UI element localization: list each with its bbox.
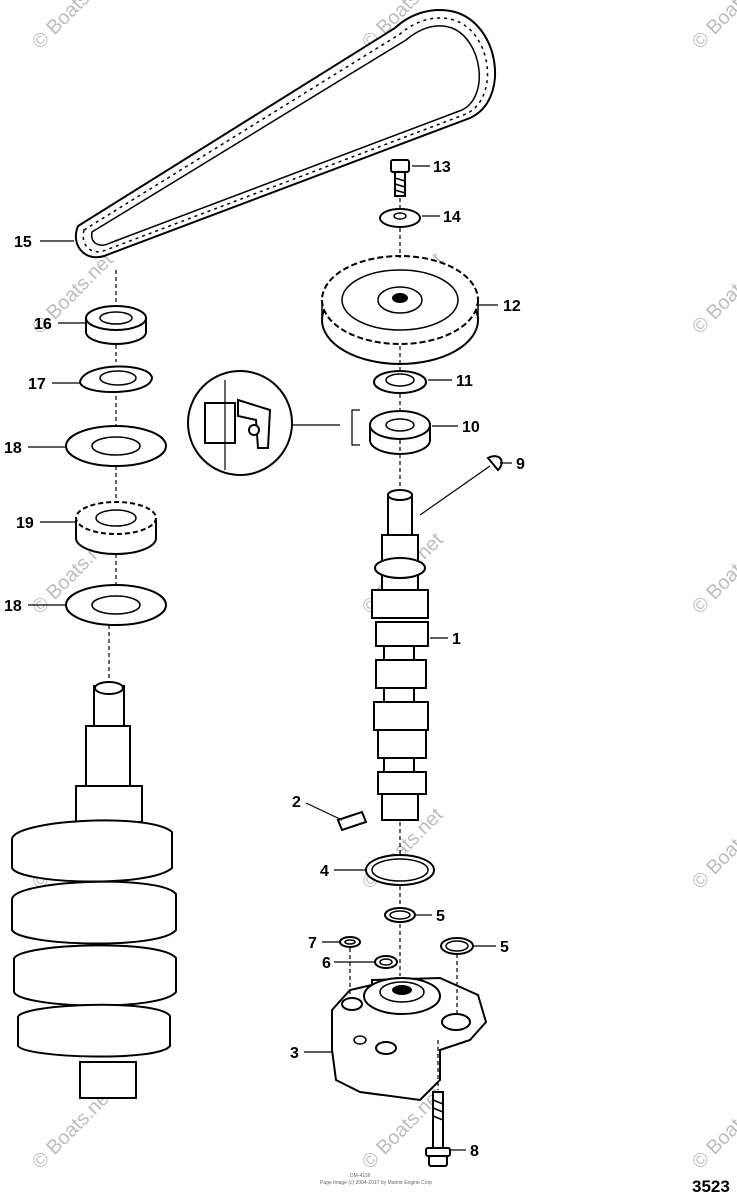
callout-5: 5	[500, 939, 509, 956]
callout-10: 10	[462, 419, 480, 436]
callout-3: 3	[290, 1045, 299, 1062]
callout-17: 17	[28, 376, 46, 393]
watermark: © Boats.net	[688, 1084, 737, 1174]
o-ring-7	[339, 936, 361, 948]
watermark: © Boats.net	[688, 249, 737, 339]
pin-2	[336, 810, 368, 832]
callout-12: 12	[503, 298, 521, 315]
washer-14	[379, 208, 421, 228]
callout-15: 15	[14, 234, 32, 251]
callout-4: 4	[320, 863, 329, 880]
plate-18-lower	[65, 584, 167, 626]
watermark: © Boats.net	[688, 0, 737, 54]
leader-lines	[28, 165, 512, 1151]
plate-18-upper	[65, 425, 167, 467]
watermark: © Boats.net	[688, 804, 737, 894]
watermark: © Boats.net	[28, 0, 118, 54]
o-ring-5-right	[440, 937, 474, 955]
bearing-10	[369, 410, 431, 455]
callout-16: 16	[34, 316, 52, 333]
callout-11: 11	[456, 373, 473, 390]
callout-labels: 13 14 15 12 16 17 11 10 18 9 19 18 1 2 4…	[4, 159, 525, 1160]
callout-2: 2	[292, 794, 301, 811]
bolt-8	[425, 1091, 451, 1167]
crank-sprocket-19	[75, 501, 157, 555]
callout-8: 8	[470, 1143, 479, 1160]
seal-11	[373, 370, 427, 394]
timing-belt	[75, 8, 496, 259]
footer-copyright: Page Image (c) 2004-2017 by Marine Engin…	[320, 1180, 432, 1186]
lock-washer-17	[78, 365, 154, 394]
camshaft-1	[371, 489, 429, 821]
oil-pump-housing-3	[331, 976, 488, 1102]
callout-18: 18	[4, 598, 22, 615]
o-ring-4	[365, 854, 435, 886]
callout-5: 5	[436, 908, 445, 925]
o-ring-5-upper	[384, 907, 416, 923]
bolt-13	[390, 159, 410, 197]
crankshaft	[10, 681, 177, 1099]
o-ring-6	[374, 955, 398, 969]
callout-19: 19	[16, 515, 34, 532]
callout-6: 6	[322, 955, 331, 972]
nut-16	[85, 305, 147, 345]
callout-1: 1	[452, 631, 461, 648]
callout-7: 7	[308, 935, 317, 952]
callout-18: 18	[4, 440, 22, 457]
watermark: © Boats.net	[688, 529, 737, 619]
seal-detail-inset	[187, 370, 360, 476]
callout-14: 14	[443, 209, 461, 226]
cam-pulley-12	[321, 255, 479, 365]
key-9	[486, 455, 503, 472]
callout-13: 13	[433, 159, 451, 176]
callout-9: 9	[516, 456, 525, 473]
footer-code: DM-4156	[350, 1173, 371, 1179]
figure-number: 3523	[692, 1177, 730, 1196]
